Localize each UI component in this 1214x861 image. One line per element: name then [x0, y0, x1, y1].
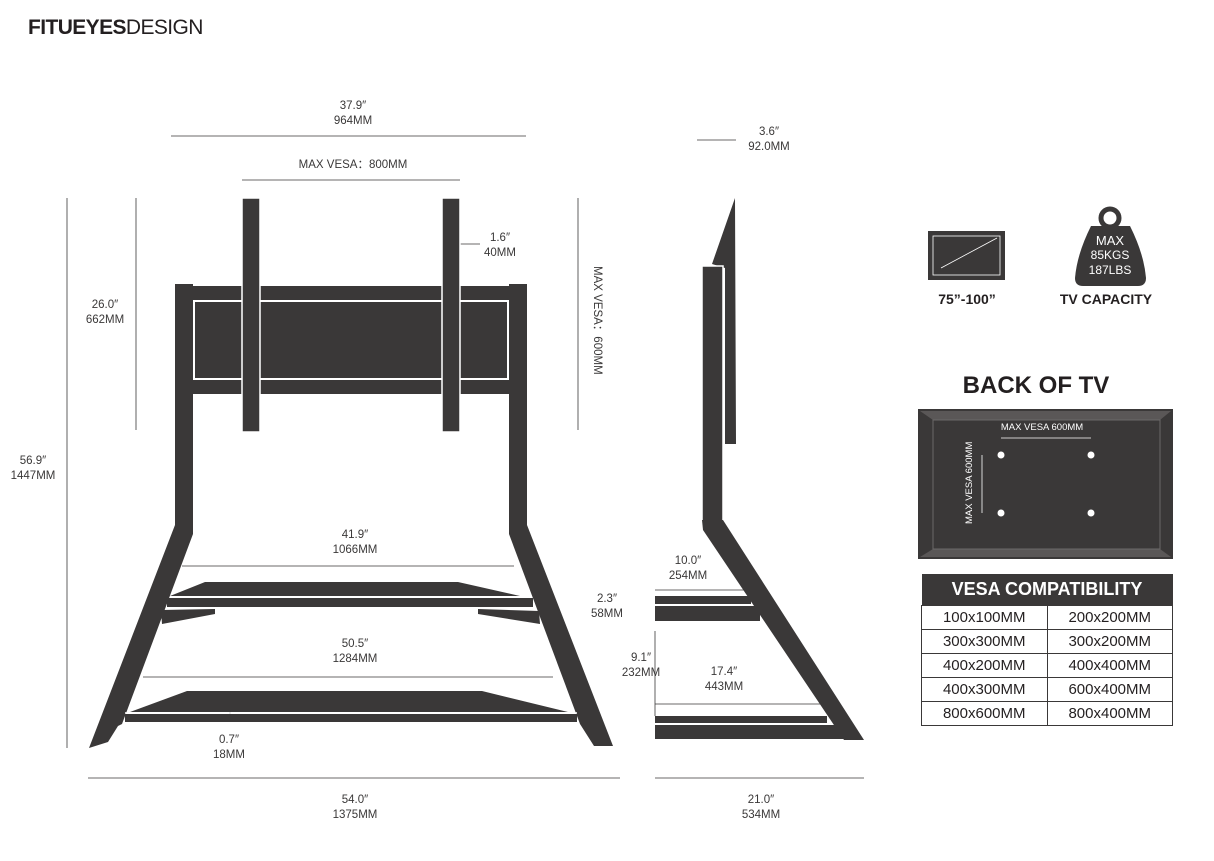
vesa-cell: 400x300MM: [921, 677, 1048, 702]
side-upper-shelf-top: [655, 596, 751, 604]
weight-icon: [1075, 206, 1146, 286]
tv-size-label: 75”-100”: [938, 291, 996, 307]
back-vesa-vertical-label: MAX VESA 600MM: [964, 441, 975, 524]
side-leg: [702, 520, 864, 740]
table-row: 100x100MM 200x200MM: [921, 605, 1173, 630]
shelf-height-label: 2.3″58MM: [591, 593, 623, 620]
upper-shelf-width-label: 41.9″1066MM: [332, 529, 378, 556]
side-lower-shelf-top: [655, 716, 827, 723]
base-width-label: 54.0″1375MM: [332, 794, 378, 821]
vesa-cell: 800x400MM: [1046, 701, 1173, 726]
brand-logo: FITUEYESDESIGN: [28, 16, 203, 40]
lower-shelf-width-label: 50.5″1284MM: [332, 638, 378, 665]
max-vesa-horizontal-label: MAX VESA：800MM: [298, 159, 408, 171]
vesa-cell: 800x600MM: [921, 701, 1048, 726]
side-view: [655, 198, 864, 740]
vesa-cell: 200x200MM: [1046, 605, 1173, 630]
overall-width-label: 37.9″964MM: [333, 100, 373, 127]
shelf-thickness-label: 0.7″18MM: [213, 734, 245, 761]
side-lower-shelf-body: [655, 725, 845, 739]
dimension-lines: [66, 135, 864, 779]
mount-panel-frame: [193, 300, 509, 380]
vesa-hole: [997, 451, 1005, 459]
back-of-tv-title: BACK OF TV: [962, 372, 1110, 399]
upper-shelf-bracket-left: [161, 609, 215, 624]
brand-bold: FITUEYES: [28, 16, 126, 39]
tv-size-icon: [928, 231, 1005, 280]
front-view: [89, 197, 613, 748]
upper-shelf-front: [167, 598, 533, 607]
upper-shelf-depth-label: 10.0″254MM: [668, 555, 708, 582]
max-vesa-vertical-label: MAX VESA：600MM: [591, 266, 603, 375]
right-leg: [509, 525, 613, 746]
back-vesa-horizontal-label: MAX VESA 600MM: [1000, 422, 1084, 433]
side-bracket: [712, 198, 736, 444]
shelf-gap-label: 9.1″232MM: [621, 652, 661, 679]
weight-limit-text: MAX 85KGS 187LBS: [1088, 233, 1132, 277]
mount-height-label: 26.0″662MM: [85, 299, 125, 326]
brand-light: DESIGN: [125, 16, 204, 39]
table-row: 300x300MM 300x200MM: [921, 629, 1173, 654]
lower-shelf-top: [130, 691, 568, 712]
lower-shelf-front: [125, 714, 577, 722]
base-depth-label: 21.0″534MM: [741, 794, 781, 821]
vesa-cell: 300x200MM: [1046, 629, 1173, 654]
vesa-cell: 400x200MM: [921, 653, 1048, 678]
left-leg: [89, 525, 193, 748]
upright-width-label: 1.6″40MM: [484, 232, 516, 259]
table-row: 800x600MM 800x400MM: [921, 701, 1173, 726]
vesa-hole: [997, 509, 1005, 517]
table-row: 400x300MM 600x400MM: [921, 677, 1173, 702]
side-upper-shelf-body: [655, 606, 760, 621]
vesa-compatibility-table: VESA COMPATIBILITY 100x100MM 200x200MM 3…: [921, 574, 1173, 726]
back-of-tv-diagram: [918, 409, 1173, 559]
vesa-cell: 300x300MM: [921, 629, 1048, 654]
total-height-label: 56.9″1447MM: [10, 455, 56, 482]
bracket-depth-label: 3.6″92.0MM: [748, 126, 790, 153]
vesa-arm-left: [241, 197, 261, 433]
tv-capacity-label: TV CAPACITY: [1059, 291, 1153, 307]
tv-mount-panel: [175, 286, 527, 394]
side-upright: [701, 265, 724, 525]
vesa-table-title: VESA COMPATIBILITY: [921, 574, 1173, 606]
lower-shelf-depth-label: 17.4″443MM: [704, 666, 744, 693]
vesa-hole: [1087, 509, 1095, 517]
vesa-cell: 600x400MM: [1046, 677, 1173, 702]
upper-shelf-bracket-right: [478, 609, 540, 624]
vesa-hole: [1087, 451, 1095, 459]
vesa-cell: 400x400MM: [1046, 653, 1173, 678]
upper-shelf-top: [170, 582, 520, 596]
vesa-arm-right: [441, 197, 461, 433]
vesa-cell: 100x100MM: [921, 605, 1048, 630]
table-row: 400x200MM 400x400MM: [921, 653, 1173, 678]
